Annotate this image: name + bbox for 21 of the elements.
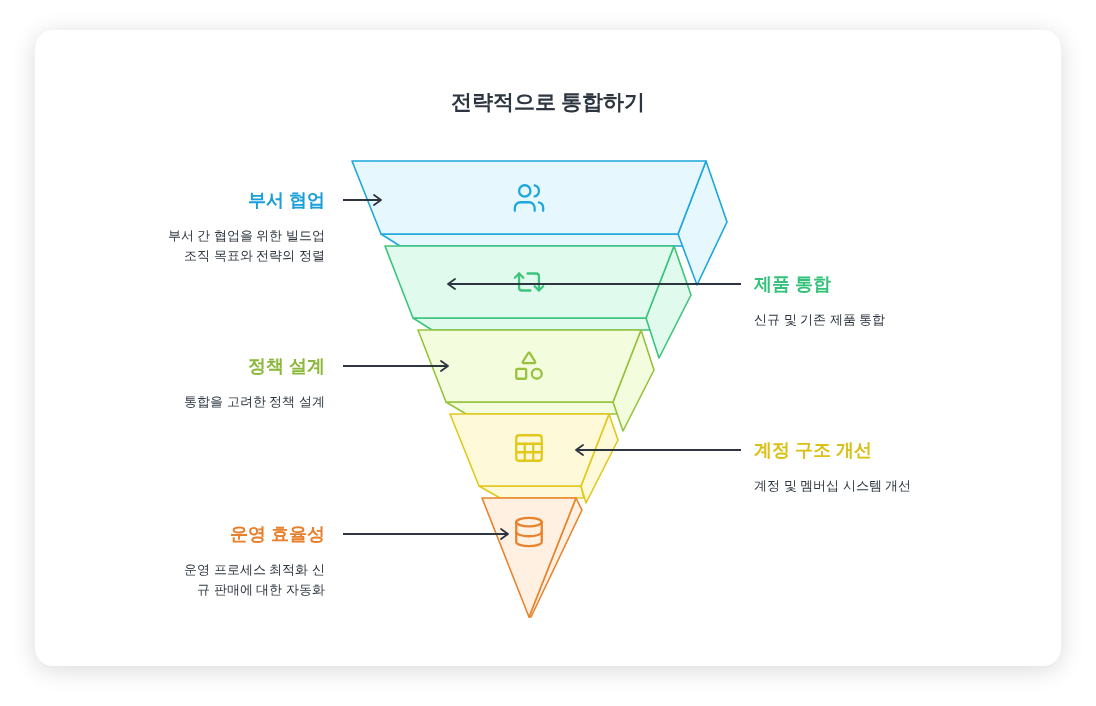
funnel-layer — [418, 330, 656, 433]
arrow — [575, 444, 742, 456]
step-heading: 제품 통합 — [754, 273, 831, 296]
funnel-layer — [450, 414, 620, 505]
arrow — [342, 528, 509, 540]
funnel-layer — [385, 246, 693, 360]
step-heading: 부서 협업 — [248, 189, 325, 212]
arrow — [342, 360, 449, 372]
step-heading: 계정 구조 개선 — [754, 439, 872, 462]
funnel-tip-triangle — [482, 498, 584, 619]
step-description: 계정 및 멤버십 시스템 개선 — [754, 477, 912, 495]
step-description: 부서 간 협업을 위한 빌드업 조직 목표와 전략의 정렬 — [166, 227, 325, 265]
step-description: 통합을 고려한 정책 설계 — [184, 393, 325, 411]
arrow — [342, 194, 382, 206]
step-heading: 운영 효율성 — [230, 523, 325, 546]
arrow — [447, 278, 742, 290]
diagram-title: 전략적으로 통합하기 — [449, 89, 647, 115]
step-heading: 정책 설계 — [248, 355, 325, 378]
step-description: 운영 프로세스 최적화 신규 판매에 대한 자동화 — [183, 561, 325, 599]
step-description: 신규 및 기존 제품 통합 — [754, 311, 886, 329]
funnel-layer — [352, 161, 729, 287]
